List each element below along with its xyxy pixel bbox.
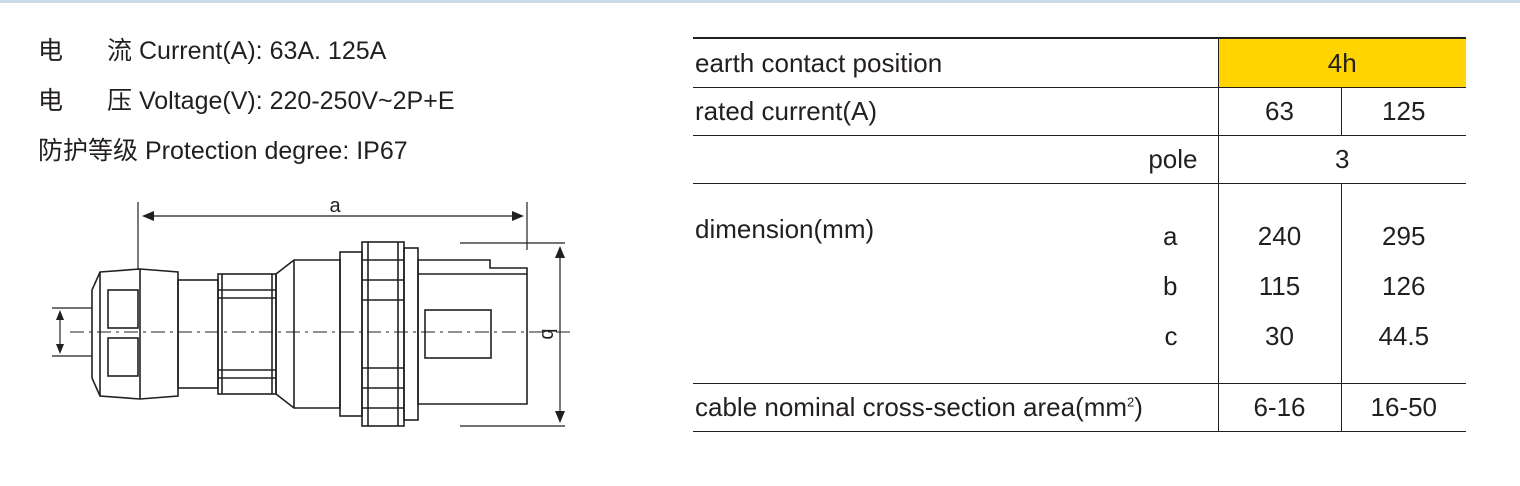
spec-protection: 防护等级 Protection degree: IP67 <box>38 136 408 166</box>
table-row-current: rated current(A) 63 125 <box>693 87 1466 136</box>
pole-value: 3 <box>1217 135 1466 184</box>
top-divider <box>0 0 1520 3</box>
dim-letter-c: c <box>1164 321 1178 351</box>
earth-contact-label: earth contact position <box>693 37 1218 88</box>
dimension-a-label: a <box>329 195 341 217</box>
earth-contact-value: 4h <box>1217 37 1466 88</box>
dim-63-b: 115 <box>1258 271 1301 301</box>
spec-current: 电 流 Current(A): 63A. 125A <box>38 36 386 66</box>
plug-technical-drawing: a b Øc <box>52 195 570 427</box>
dimension-col-125: 295 126 44.5 <box>1340 183 1466 384</box>
dim-125-a: 295 <box>1382 221 1426 251</box>
dim-63-c: 30 <box>1265 321 1294 351</box>
cable-area-label-text: cable nominal cross-section area(mm <box>695 392 1128 422</box>
table-row-pole: pole 3 <box>693 135 1466 184</box>
cable-area-125: 16-50 <box>1340 383 1466 432</box>
table-row-earth: earth contact position 4h <box>693 37 1466 88</box>
dimension-col-63: 240 115 30 <box>1217 183 1341 384</box>
dim-125-c: 44.5 <box>1378 321 1430 351</box>
dim-63-a: 240 <box>1257 221 1302 251</box>
dimension-letters: a b c <box>1163 211 1177 361</box>
specification-table: earth contact position 4h rated current(… <box>693 37 1466 432</box>
spec-current-cn2: 流 <box>107 36 133 65</box>
rated-current-63: 63 <box>1217 87 1341 136</box>
table-row-cable: cable nominal cross-section area(mm2) 6-… <box>693 383 1466 432</box>
spec-current-cn: 电 <box>38 36 64 65</box>
spec-voltage-cn2: 压 <box>107 86 133 115</box>
rated-current-label: rated current(A) <box>693 87 1218 136</box>
spec-voltage-en: Voltage(V): 220-250V~2P+E <box>138 87 455 115</box>
dimension-cell: dimension(mm) a b c <box>693 183 1218 384</box>
dim-letter-b: b <box>1163 271 1178 301</box>
spec-current-en: Current(A): 63A. 125A <box>138 37 387 65</box>
cable-area-label: cable nominal cross-section area(mm2) <box>693 383 1218 432</box>
spec-protection-en: Protection degree: IP67 <box>144 137 408 165</box>
dimension-label: dimension(mm) <box>695 214 875 244</box>
cable-area-superscript: 2 <box>1127 394 1135 410</box>
spec-protection-cn: 防护等级 <box>38 136 139 165</box>
dim-125-b: 126 <box>1382 271 1426 301</box>
table-row-dimension: dimension(mm) a b c 240 115 30 295 <box>693 183 1466 384</box>
rated-current-125: 125 <box>1340 87 1466 136</box>
spec-voltage-cn: 电 <box>38 86 64 115</box>
cable-area-63: 6-16 <box>1217 383 1341 432</box>
dimension-b-label: b <box>537 328 559 339</box>
cable-area-label-close: ) <box>1134 392 1143 422</box>
dim-letter-a: a <box>1163 221 1178 251</box>
spec-voltage: 电 压 Voltage(V): 220-250V~2P+E <box>38 86 455 116</box>
pole-label: pole <box>693 135 1218 184</box>
